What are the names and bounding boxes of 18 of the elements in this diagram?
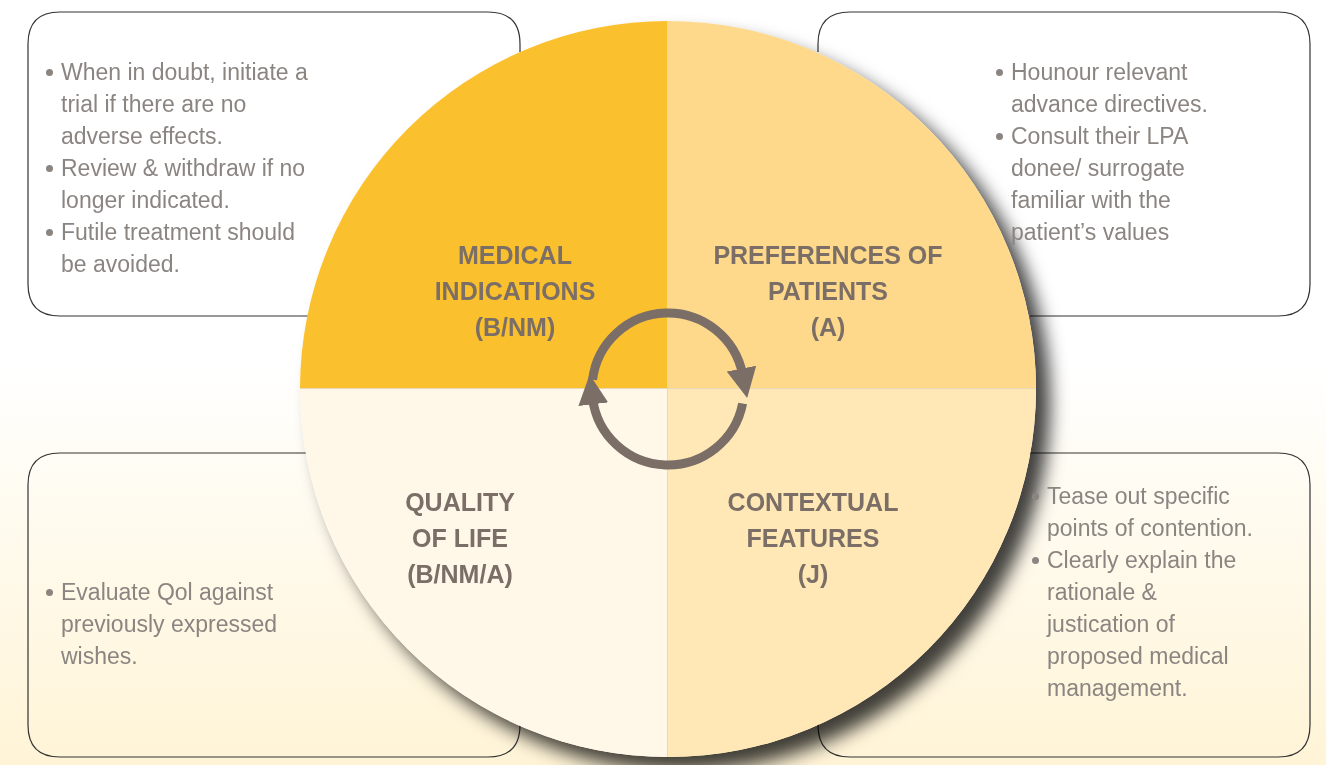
bullet-text: Review & withdraw if no longer indicated. [61,154,307,215]
quadrant-heading: (J) [797,559,829,590]
quadrant-heading: MEDICAL INDICATIONS [433,240,597,307]
bullet-text: Hounour relevant advance directives. [1011,58,1209,119]
quadrant-heading: PREFERENCES OF PATIENTS [712,240,944,307]
quadrant-heading: (B/NM/A) [407,559,513,590]
quadrant-heading: CONTEXTUAL FEATURES [726,487,900,554]
quadrant-heading: (A) [810,312,846,343]
quadrant-heading: QUALITY OF LIFE [404,487,516,554]
bullet-text: Consult their LPA donee/ surrogate familiar with the patient’s values [1011,122,1189,247]
bullet-text: Futile treatment should be avoided. [61,218,296,279]
bullet-text: Clearly explain the rationale & justication of proposed medical management. [1047,546,1238,703]
cycle-arrow [578,374,747,470]
quadrant-heading: (B/NM) [474,312,556,343]
bullet-text: Evaluate Qol against previously expressed wishes. [61,578,279,671]
cycle-arrow [588,308,756,398]
bullet-text: Tease out specific points of contention. [1047,482,1254,543]
bullet-text: When in doubt, initiate a trial if there are no adverse effects. [61,58,308,151]
